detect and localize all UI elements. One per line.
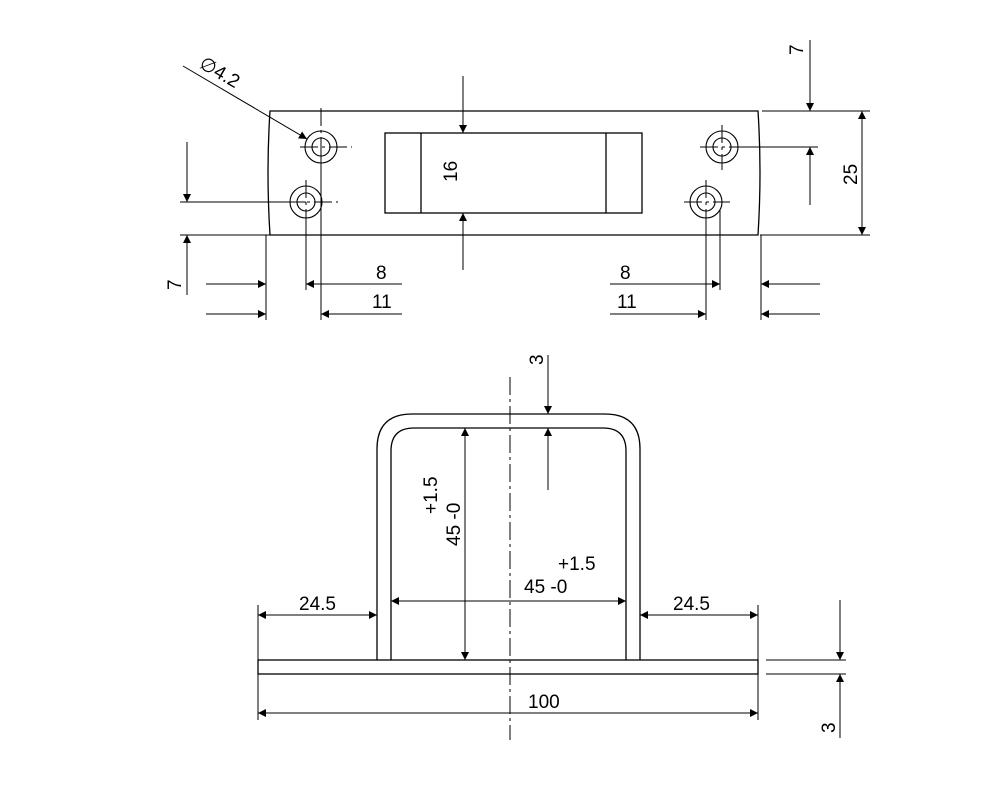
mounting-hole-bottom-right: [684, 180, 730, 225]
left-flange-label: 24.5: [299, 594, 336, 615]
base-thickness-label: 3: [819, 722, 840, 733]
total-length-label: 100: [528, 692, 560, 713]
right-inner-x-label: 8: [620, 263, 631, 284]
left-inner-x-label: 8: [376, 263, 387, 284]
inner-width-tolerance-label: +1.5: [558, 554, 596, 575]
left-vertical-dimension: 7: [165, 142, 306, 295]
flange-dimensions: 24.5 24.5: [257, 594, 759, 720]
mounting-hole-top-left: [300, 108, 352, 172]
inner-width-dimension: +1.5 45 -0: [391, 554, 626, 605]
right-vertical-dimensions: 25 7: [738, 40, 870, 236]
slot-height-dimension: 16: [441, 76, 467, 270]
top-view: ∅4.2 16 25 7 7: [165, 40, 870, 320]
hole-diameter-callout: ∅4.2: [182, 53, 308, 140]
top-offset-label: 7: [787, 44, 808, 55]
plate-width-label: 25: [841, 164, 862, 185]
u-bracket-outer: [376, 413, 641, 660]
bottom-offset-label: 7: [165, 279, 186, 290]
height-value-label: 45 -0: [444, 503, 465, 546]
base-thickness-dimension: 3: [766, 600, 846, 738]
base-plate: [257, 659, 759, 675]
front-view: 3 +1.5 45 -0 +1.5 45 -0 24.5 24.5 100: [257, 354, 846, 740]
right-outer-x-label: 11: [617, 292, 637, 313]
right-horizontal-dimensions: 8 11: [610, 210, 820, 320]
u-bracket-inner: [390, 427, 627, 660]
wall-thickness-dimension: 3: [527, 354, 552, 490]
total-length-dimension: 100: [258, 692, 758, 717]
height-tolerance-label: +1.5: [421, 476, 442, 514]
center-slot: [384, 132, 643, 214]
right-flange-label: 24.5: [673, 594, 710, 615]
height-dimension: +1.5 45 -0: [421, 428, 469, 660]
plate-outline: [267, 110, 761, 236]
left-horizontal-dimensions: 8 11: [206, 155, 402, 320]
slot-height-label: 16: [441, 161, 462, 182]
inner-width-value-label: 45 -0: [524, 577, 567, 598]
left-outer-x-label: 11: [372, 292, 392, 313]
wall-thickness-label: 3: [527, 354, 548, 365]
